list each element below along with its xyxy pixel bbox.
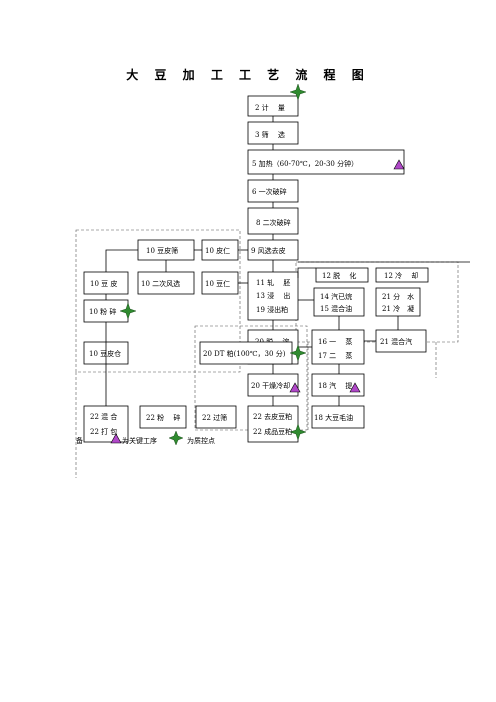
legend-critical-triangle-icon xyxy=(110,433,122,444)
label-s22a: 22 混 合 xyxy=(90,412,117,421)
label-s14: 14 汽已烷 xyxy=(320,292,352,301)
link-s10a-s10c xyxy=(105,249,138,272)
quality-control-star-icon xyxy=(289,83,307,101)
box-s18b xyxy=(311,405,365,429)
box-s12a xyxy=(315,267,369,283)
label-s10b: 10 皮仁 xyxy=(205,246,230,255)
label-s10d: 10 二次风选 xyxy=(141,279,180,288)
label-s16: 16 一 蒸 xyxy=(318,337,352,346)
legend-quality-label: 为质控点 xyxy=(187,436,215,445)
quality-control-star-icon xyxy=(289,344,307,362)
label-s10c: 10 豆 皮 xyxy=(90,279,117,288)
critical-step-icon xyxy=(349,382,361,393)
legend-critical-label: 为关键工序 xyxy=(122,436,157,445)
box-s22a-s22b xyxy=(83,405,129,443)
dashed-region-left xyxy=(75,229,241,373)
label-s18: 18 汽 提 xyxy=(318,381,352,390)
quality-control-star-icon xyxy=(289,423,307,441)
diagram-title: 大 豆 加 工 工 艺 流 程 图 xyxy=(126,68,370,82)
label-s11: 11 轧 胚 xyxy=(256,278,290,287)
label-s10a: 10 豆皮筛 xyxy=(146,246,178,255)
label-s6: 6 一次破碎 xyxy=(252,187,287,196)
box-s14-s15 xyxy=(313,287,365,317)
box-s22c xyxy=(139,405,187,429)
legend-quality-star-icon xyxy=(168,430,184,446)
critical-step-icon xyxy=(393,159,405,170)
label-s19: 19 浸出粕 xyxy=(256,305,288,314)
legend-prefix: 备 xyxy=(76,436,83,445)
label-s22f: 22 成品豆粕 xyxy=(253,427,292,436)
critical-step-icon xyxy=(289,382,301,393)
label-s18b: 18 大豆毛油 xyxy=(314,413,353,422)
label-s21b: 21 冷 凝 xyxy=(382,304,414,313)
box-s8 xyxy=(247,207,299,235)
label-s22b: 22 打 包 xyxy=(90,427,117,436)
box-s11-s13-s19 xyxy=(247,271,299,321)
label-s12b: 12 冷 却 xyxy=(384,271,418,280)
label-s17: 17 二 蒸 xyxy=(318,351,352,360)
box-s22d xyxy=(195,405,237,429)
label-s22d: 22 过筛 xyxy=(202,413,227,422)
label-s5: 5 加热（60-70℃，20-30 分钟） xyxy=(252,159,358,168)
label-s20a: 20 脱 溶 xyxy=(255,337,289,346)
label-s10f: 10 粉 碎 xyxy=(89,307,116,316)
label-s21a: 21 分 水 xyxy=(382,292,414,301)
box-s22e-s22f xyxy=(247,405,299,443)
label-s20c: 20 干燥冷却 xyxy=(251,381,290,390)
label-s2: 2 计 量 xyxy=(255,103,285,112)
box-s12b xyxy=(375,267,429,283)
label-s22c: 22 粉 碎 xyxy=(146,413,180,422)
box-s21a-s21b xyxy=(375,287,421,317)
label-s22e: 22 去皮豆粕 xyxy=(253,412,292,421)
label-s15: 15 混合油 xyxy=(320,304,352,313)
label-s8: 8 二次破碎 xyxy=(256,218,291,227)
box-s5 xyxy=(247,149,405,175)
label-s10g: 10 豆皮仓 xyxy=(89,349,121,358)
link-s13-s12a xyxy=(297,267,316,278)
label-s21c: 21 混合汽 xyxy=(380,337,412,346)
label-s9: 9 风选去皮 xyxy=(251,246,286,255)
label-s12a: 12 脱 化 xyxy=(322,271,356,280)
quality-control-star-icon xyxy=(119,302,137,320)
label-s10e: 10 豆仁 xyxy=(205,279,230,288)
label-s3: 3 筛 选 xyxy=(255,130,285,139)
label-s13: 13 浸 出 xyxy=(256,291,290,300)
label-s20b: 20 DT 粕(100℃，30 分) xyxy=(203,349,286,358)
box-s16-s17 xyxy=(311,329,365,365)
